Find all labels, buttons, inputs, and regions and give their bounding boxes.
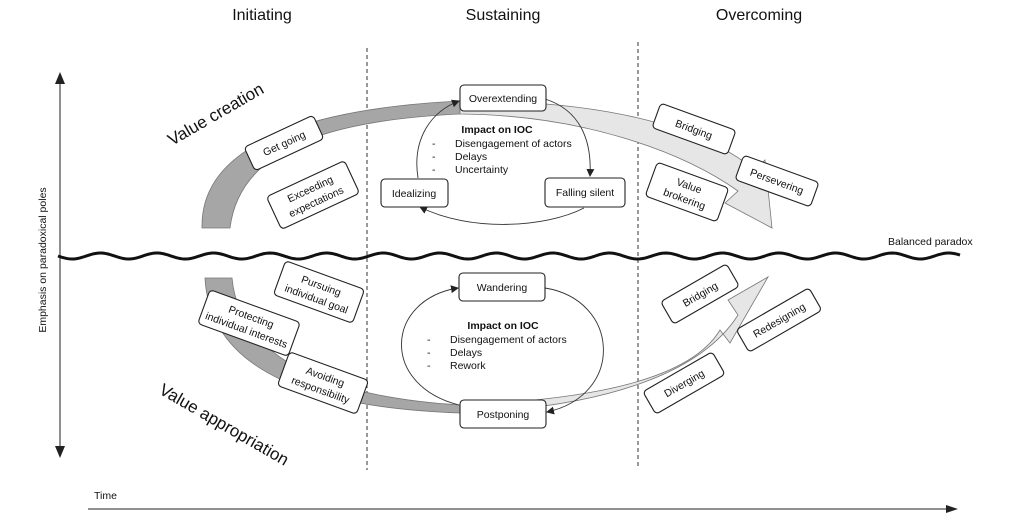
balanced-paradox-label: Balanced paradox [888,236,973,248]
top-impact-item-3: Uncertainty [455,164,509,176]
exceeding-expectations-box: Exceeding expectations [267,161,359,229]
top-cycle-arc-bottom [419,206,585,225]
phase-sustaining: Sustaining [466,7,541,24]
y-axis-arrow-down [55,446,65,458]
value-creation-label: Value creation [165,79,268,149]
balanced-paradox-wave [57,251,961,261]
postponing-label: Postponing [477,409,530,421]
bottom-impact-item-3: Rework [450,360,486,372]
top-impact-dash-1: - [432,138,436,150]
phase-overcoming: Overcoming [716,7,802,24]
top-cycle-arc-left [416,99,460,179]
bottom-impact-list: - Disengagement of actors - Delays - Rew… [427,334,567,372]
overextending-box: Overextending [459,84,547,112]
bottom-impact-title: Impact on IOC [467,320,539,332]
bottom-impact-dash-2: - [427,347,431,359]
x-axis-label: Time [94,490,117,502]
falling-silent-box: Falling silent [544,177,626,208]
value-appropriation-label: Value appropriation [156,380,292,470]
phase-initiating: Initiating [232,7,292,24]
top-impact-item-1: Disengagement of actors [455,138,572,150]
top-bridging-box: Bridging [652,103,736,155]
value-brokering-box: Value brokering [645,162,729,222]
wandering-label: Wandering [477,282,528,294]
top-arrow-dark [201,100,461,229]
bottom-impact-dash-1: - [427,334,431,346]
idealizing-box: Idealizing [380,178,449,208]
bottom-impact-item-2: Delays [450,347,482,359]
bottom-impact-dash-3: - [427,360,431,372]
top-cycle-arc-right [544,98,595,177]
idealizing-label: Idealizing [392,188,437,200]
bottom-arrow-light [459,275,770,414]
bottom-impact-item-1: Disengagement of actors [450,334,567,346]
x-axis-arrow [946,505,958,513]
y-axis-arrow-up [55,72,65,84]
top-impact-dash-2: - [432,151,436,163]
top-impact-title: Impact on IOC [461,124,533,136]
postponing-box: Postponing [459,399,547,429]
falling-silent-label: Falling silent [556,187,614,199]
bottom-cycle-circle-left [401,285,460,406]
top-impact-dash-3: - [432,164,436,176]
wandering-box: Wandering [458,272,546,302]
top-impact-item-2: Delays [455,151,487,163]
avoiding-responsibility-box: Avoiding responsibility [277,352,369,414]
bottom-bridging-box: Bridging [661,264,739,324]
top-impact-list: - Disengagement of actors - Delays - Unc… [432,138,572,176]
bottom-cycle-circle-right [544,287,604,415]
top-arrow-light [459,100,773,229]
y-axis-label: Emphasis on paradoxical poles [37,187,49,332]
diverging-box: Diverging [643,352,725,414]
get-going-box: Get going [244,115,324,171]
overextending-label: Overextending [469,93,537,105]
pursuing-goal-box: Pursuing individual goal [273,261,365,323]
